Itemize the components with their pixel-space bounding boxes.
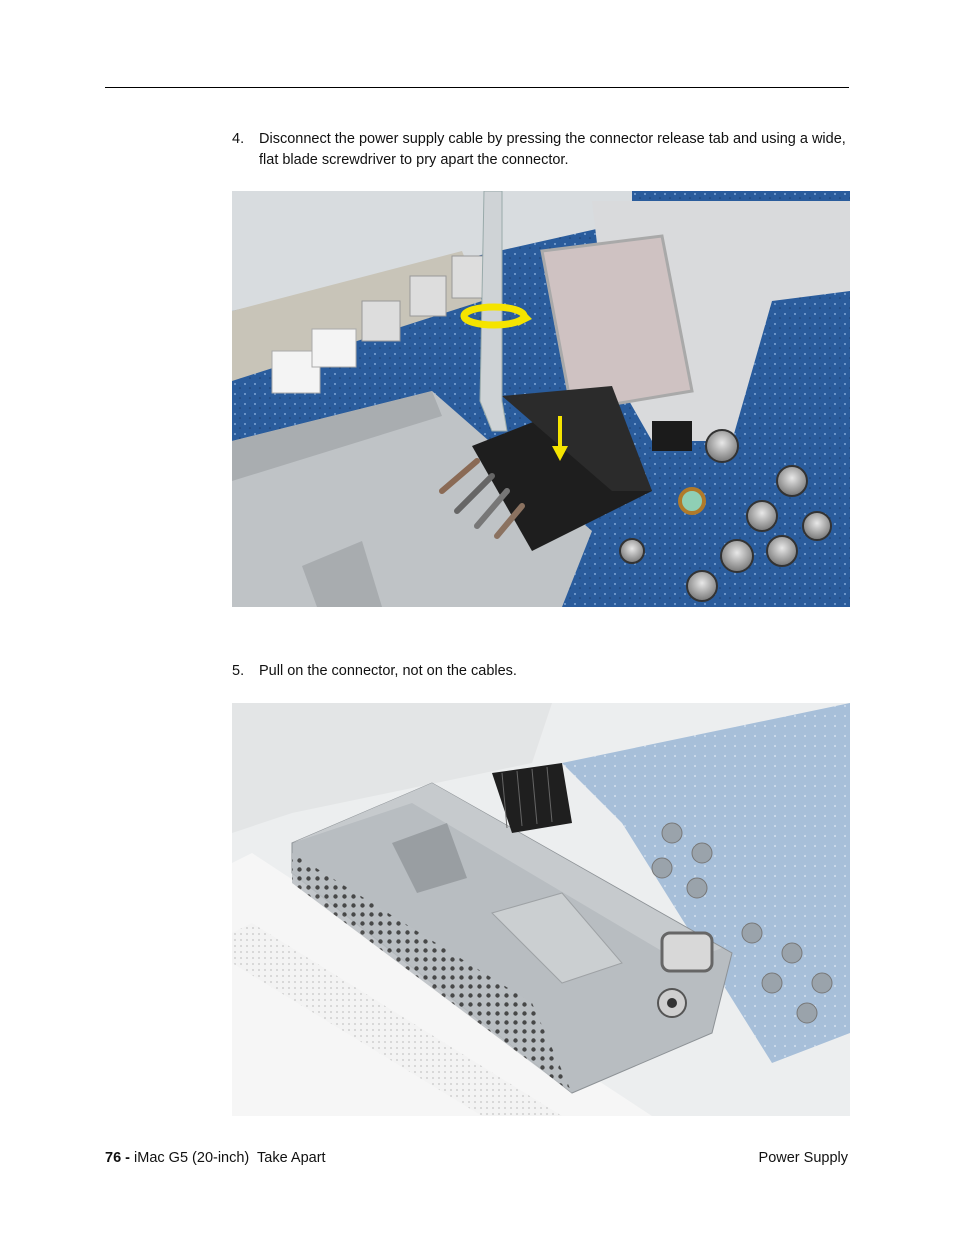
step-4: 4. Disconnect the power supply cable by … xyxy=(232,129,852,171)
step-number: 4. xyxy=(232,131,245,147)
step-number: 5. xyxy=(232,663,245,679)
page-number: 76 - xyxy=(105,1150,130,1166)
header-rule xyxy=(105,87,849,88)
section-name: Power Supply xyxy=(758,1150,848,1166)
photo-screwdriver-connector xyxy=(232,191,850,607)
step-5: 5. Pull on the connector, not on the cab… xyxy=(232,661,852,682)
footer-left: 76 - iMac G5 (20-inch) Take Apart xyxy=(105,1150,326,1166)
document-title: iMac G5 (20-inch) Take Apart xyxy=(134,1150,326,1166)
photo-power-supply-disconnected xyxy=(232,703,850,1116)
step-text: Pull on the connector, not on the cables… xyxy=(259,663,517,679)
step-text: Disconnect the power supply cable by pre… xyxy=(259,131,846,168)
